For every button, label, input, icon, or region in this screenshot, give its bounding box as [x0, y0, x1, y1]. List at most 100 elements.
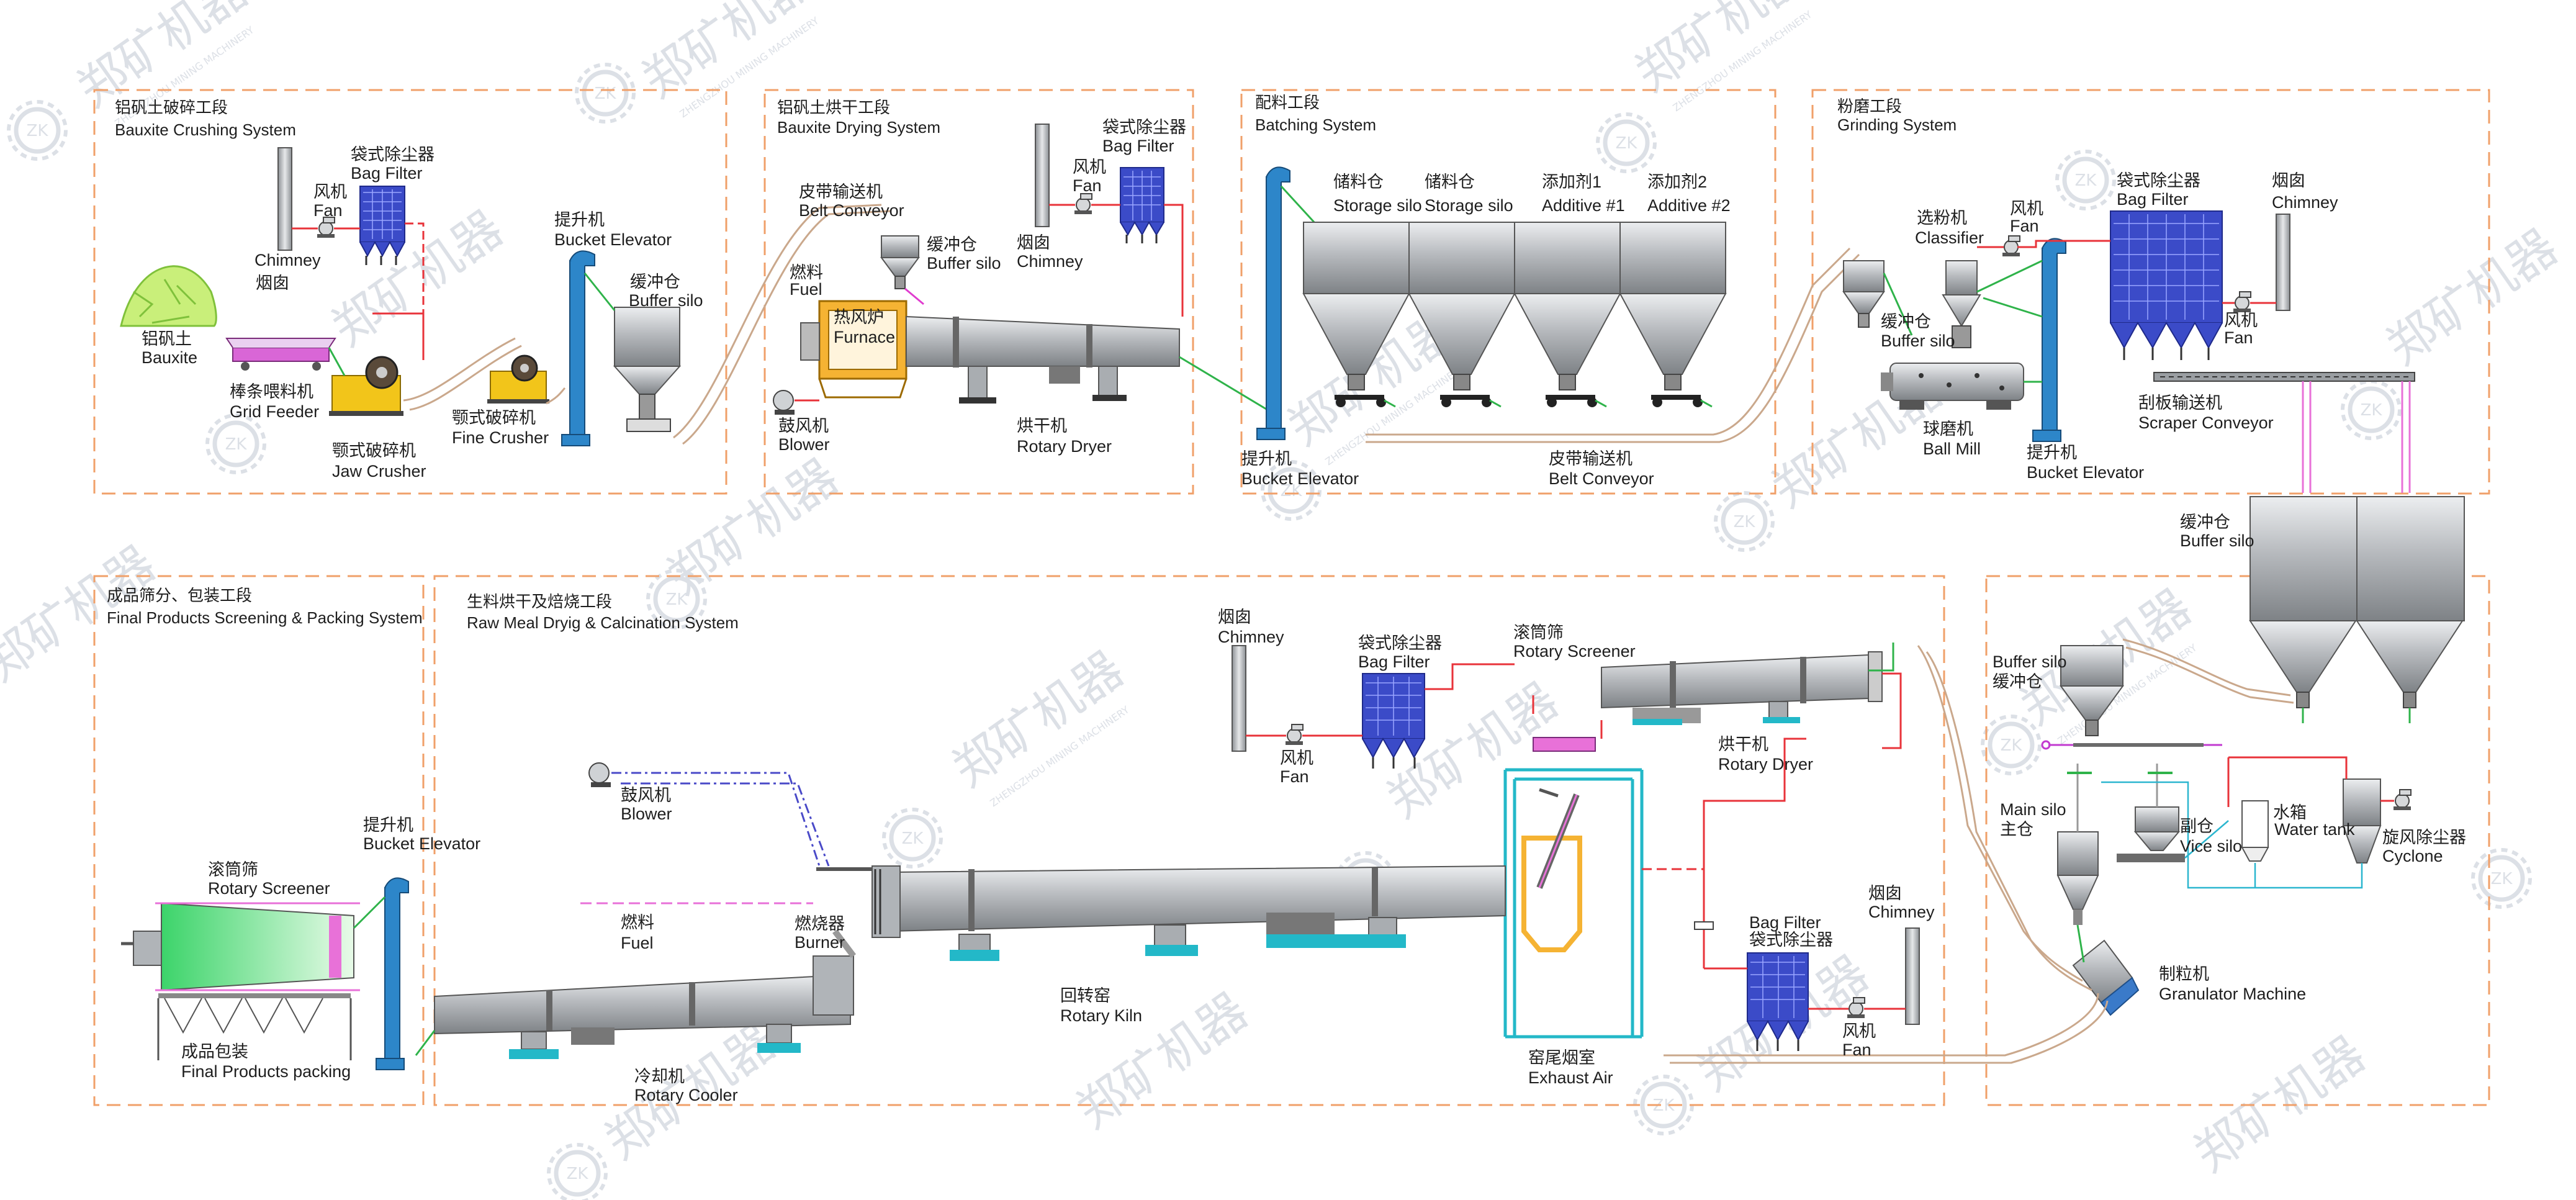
- bag-filter-5-label-en: Bag Filter: [1749, 913, 1821, 932]
- blower-2-label-en: Blower: [621, 805, 672, 823]
- buffer-silo-4-label-en: Buffer silo: [2180, 531, 2254, 550]
- rotary-screener-1: [121, 902, 360, 991]
- bag-filter-5: [1747, 952, 1809, 1051]
- fan-4-label-zh: 风机: [2224, 311, 2258, 330]
- classifier-label-zh: 选粉机: [1917, 209, 1967, 227]
- rotary-screener-2-label-zh: 滚筒筛: [1513, 623, 1564, 642]
- buffer-silo-1: [613, 307, 682, 432]
- main-silo-label-zh: 主仓: [2000, 820, 2033, 839]
- final-packing-label-zh: 成品包装: [181, 1042, 248, 1061]
- belt-conveyor-1-label-en: Belt Conveyor: [799, 201, 904, 220]
- buffer-silo-3: [1842, 260, 1885, 328]
- blower-1: [773, 390, 795, 415]
- bucket-elevator-2: [1256, 166, 1290, 440]
- additive-2-label-en: Additive #2: [1647, 196, 1731, 215]
- burner-label-zh: 燃烧器: [795, 914, 845, 933]
- scraper-conveyor: [2153, 372, 2415, 382]
- section-box-packing: [93, 575, 425, 1106]
- crushing-equipment: [120, 147, 891, 446]
- buffer-silo-5-label-zh: 缓冲仓: [1993, 672, 2043, 691]
- section-box-granulation: [1985, 575, 2490, 1106]
- watermark-logo-icon: [884, 810, 941, 867]
- bucket-elevator-3-label-en: Bucket Elevator: [2027, 463, 2144, 482]
- chimney-4: [1232, 645, 1246, 752]
- bag-filter-1: [359, 186, 405, 265]
- bucket-elevator-2-label-en: Bucket Elevator: [1241, 469, 1359, 488]
- section-box-batching: [1240, 89, 1777, 495]
- section-box-crushing: [93, 89, 727, 495]
- rotary-dryer-2-label-en: Rotary Dryer: [1718, 755, 1813, 774]
- vibrating-screen: [1533, 737, 1596, 752]
- chimney-3: [2276, 214, 2290, 311]
- jaw-crusher: [329, 356, 403, 416]
- additive-2-label-zh: 添加剂2: [1647, 173, 1707, 191]
- watermark-logo-icon: [2343, 381, 2400, 438]
- bucket-elevator-4: [376, 877, 409, 1070]
- cyclone-label-zh: 旋风除尘器: [2382, 828, 2466, 847]
- drying-equipment: [773, 124, 1273, 415]
- watermark-logo-icon: [1635, 1076, 1692, 1134]
- bag-filter-4: [1362, 673, 1425, 769]
- chimney-5-label-en: Chimney: [1868, 903, 1935, 921]
- equipment-labels: Chimney 烟囱 风机 Fan 袋式除尘器 Bag Filter 铝矾土 B…: [142, 118, 2466, 1104]
- hot-air-furnace: [800, 300, 907, 399]
- section-box-drying: [763, 89, 1194, 495]
- rotary-kiln: [871, 865, 1506, 961]
- scraper-conveyor-label-zh: 刮板输送机: [2138, 394, 2222, 412]
- fan-2-label-zh: 风机: [1073, 158, 1106, 176]
- buffer-silo-4: [2249, 496, 2465, 708]
- bucket-elevator-1-label-en: Bucket Elevator: [554, 230, 672, 249]
- chimney-1-label-en: Chimney: [254, 251, 321, 269]
- bag-filter-3-label-en: Bag Filter: [2117, 190, 2189, 209]
- bucket-elevator-3-label-zh: 提升机: [2027, 443, 2077, 462]
- buffer-silo-5: [2060, 645, 2124, 736]
- rotary-screener-1-label-en: Rotary Screener: [208, 879, 330, 898]
- jaw-crusher-label-zh: 颚式破碎机: [332, 441, 416, 460]
- additive-1-label-zh: 添加剂1: [1542, 173, 1601, 191]
- blower-2-label-zh: 鼓风机: [621, 786, 671, 805]
- bag-filter-4-label-en: Bag Filter: [1358, 652, 1430, 671]
- vice-silo-label-en: Vice silo: [2180, 837, 2242, 855]
- section-title-zh: 铝矾土烘干工段: [777, 98, 890, 117]
- grid-feeder-label-en: Grid Feeder: [230, 402, 319, 421]
- bag-filter-5-label-zh: 袋式除尘器: [1749, 931, 1833, 949]
- fan-4-icon: [2233, 291, 2251, 313]
- furnace-label-en: Furnace: [834, 328, 895, 346]
- buffer-silo-4-label-zh: 缓冲仓: [2180, 513, 2230, 531]
- bag-filter-4-label-zh: 袋式除尘器: [1358, 634, 1442, 652]
- watermark-text: 郑矿机器: [1626, 0, 1816, 103]
- fan-2-icon: [1074, 193, 1092, 215]
- cyclone: [2342, 778, 2382, 864]
- section-title-zh: 成品筛分、包装工段: [107, 586, 252, 605]
- chimney-3-label-en: Chimney: [2272, 193, 2338, 212]
- watermark-logo-icon: [1983, 716, 2040, 774]
- exhaust-air-label-en: Exhaust Air: [1528, 1068, 1613, 1087]
- granulator-label-zh: 制粒机: [2159, 965, 2209, 983]
- packing-hoppers: [157, 993, 352, 1060]
- rotary-dryer-1: [906, 315, 1180, 404]
- bucket-elevator-4-label-en: Bucket Elevator: [363, 834, 480, 853]
- watermark-logo-icon: [207, 415, 264, 472]
- main-silo: [2056, 831, 2099, 925]
- belt-conveyor-2-label-en: Belt Conveyor: [1549, 469, 1654, 488]
- fine-crusher-label-zh: 颚式破碎机: [452, 408, 536, 427]
- ball-mill: [1881, 363, 2024, 410]
- fuel-2-label-zh: 燃料: [621, 913, 654, 932]
- calcination-equipment: [415, 643, 1920, 1059]
- section-box-calcination: [433, 575, 1945, 1106]
- grinding-equipment: [1842, 210, 2415, 493]
- watermark-logo-icon: [9, 102, 66, 159]
- watermark-text: 郑矿机器: [2377, 219, 2567, 376]
- section-title-zh: 生料烘干及焙烧工段: [467, 592, 612, 611]
- vice-silo-label-zh: 副仓: [2180, 817, 2213, 836]
- cyclone-label-en: Cyclone: [2382, 847, 2443, 865]
- storage-silo-1-label-en: Storage silo: [1333, 196, 1422, 215]
- watermark-logo-icon: [1716, 493, 1773, 550]
- buffer-silo-3-label-zh: 缓冲仓: [1881, 312, 1931, 331]
- fan-1-icon: [317, 217, 335, 238]
- fuel-2-label-en: Fuel: [621, 934, 654, 952]
- storage-silo-2-label-en: Storage silo: [1425, 196, 1513, 215]
- batching-equipment: [1256, 166, 1860, 443]
- fan-5-label-en: Fan: [1280, 767, 1309, 786]
